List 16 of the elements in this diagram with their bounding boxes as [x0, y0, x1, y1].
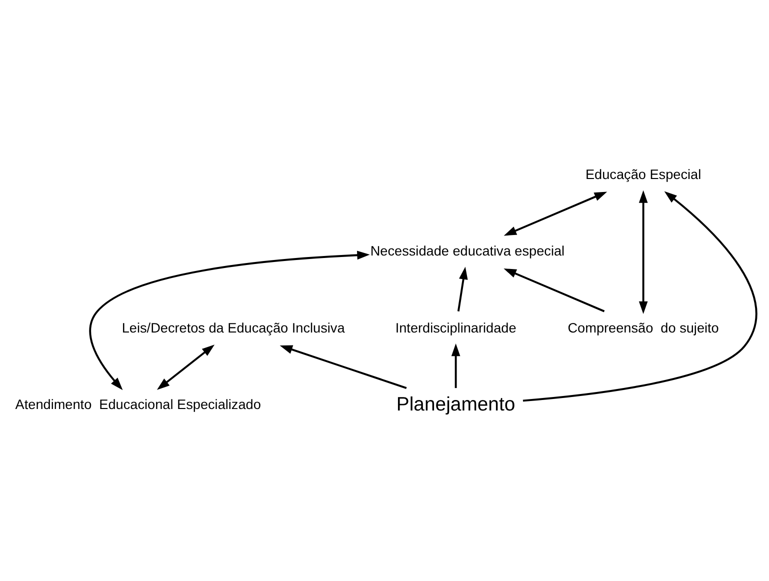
arrow: [280, 345, 407, 389]
node-text: Interdisciplinaridade: [395, 320, 516, 336]
node-text: Educação Especial: [586, 166, 702, 182]
arrow: [522, 191, 757, 402]
node-text: Atendimento Educacional Especializado: [15, 397, 261, 412]
node-text: Compreensão do sujeito: [568, 320, 719, 336]
arrow: [504, 268, 605, 312]
arrow: [638, 190, 648, 314]
arrow: [504, 192, 608, 236]
node-text: Planejamento: [396, 393, 516, 416]
arrow: [89, 250, 370, 390]
arrow: [457, 266, 468, 312]
arrow: [156, 344, 215, 390]
node-text: Leis/Decretos da Educação Inclusiva: [122, 320, 345, 336]
node-text: Necessidade educativa especial: [370, 244, 565, 259]
arrow: [451, 343, 460, 388]
